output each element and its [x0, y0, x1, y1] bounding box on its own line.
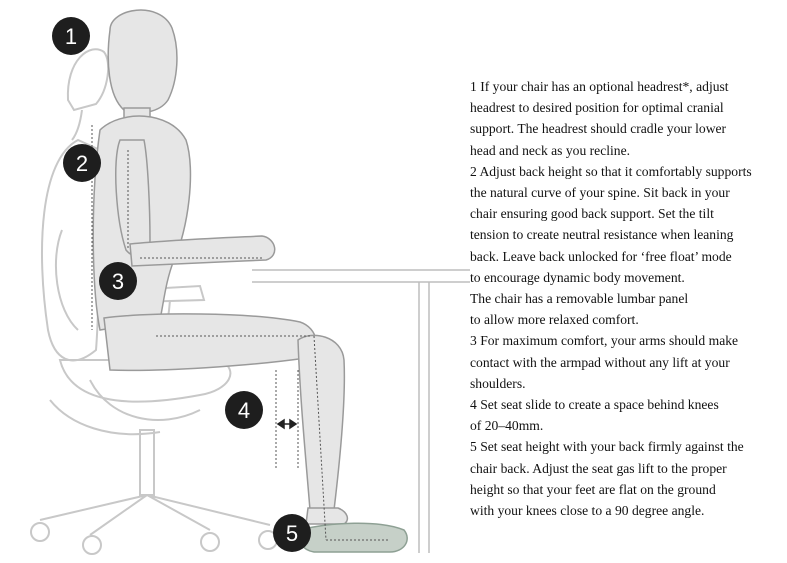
instruction-line: chair back. Adjust the seat gas lift to …	[470, 460, 727, 476]
seat-slide-gap-indicator	[276, 418, 298, 430]
instruction-line: tension to create neutral resistance whe…	[470, 227, 734, 243]
seat-pan-edge	[49, 399, 161, 436]
instruction-line: the natural curve of your spine. Sit bac…	[470, 185, 730, 201]
office-chair	[30, 48, 278, 555]
badge-2-label: 2	[76, 151, 88, 176]
instruction-line: headrest to desired position for optimal…	[470, 100, 724, 116]
instruction-line: 2 Adjust back height so that it comforta…	[470, 163, 752, 179]
instruction-line: 1 If your chair has an optional headrest…	[470, 79, 729, 94]
foot	[305, 507, 349, 525]
instruction-line: to encourage dynamic body movement.	[470, 269, 685, 285]
shin	[297, 334, 346, 511]
badge-5-label: 5	[286, 521, 298, 546]
instructions-text: 1 If your chair has an optional headrest…	[470, 76, 786, 521]
instruction-line: back. Leave back unlocked for ‘free floa…	[470, 248, 732, 264]
caster	[82, 535, 102, 555]
instruction-line: 3 For maximum comfort, your arms should …	[470, 333, 739, 349]
instruction-line: shoulders.	[470, 375, 526, 391]
caster	[30, 522, 50, 542]
instruction-line: to allow more relaxed comfort.	[470, 312, 639, 328]
instruction-line: 4 Set seat slide to create a space behin…	[470, 397, 719, 413]
badge-2: 2	[63, 144, 101, 182]
badge-5: 5	[273, 514, 311, 552]
instruction-line: The chair has a removable lumbar panel	[470, 291, 689, 307]
instruction-line: head and neck as you recline.	[470, 142, 631, 158]
badge-1-label: 1	[65, 24, 77, 49]
badge-1: 1	[52, 17, 90, 55]
headrest	[66, 48, 110, 112]
badge-3: 3	[99, 262, 137, 300]
instruction-line: with your knees close to a 90 degree ang…	[470, 503, 705, 519]
gas-lift	[139, 429, 155, 496]
caster	[200, 532, 220, 552]
seat-mechanism	[89, 379, 201, 421]
chair-ergonomics-illustration: 1 2 3 4 5	[30, 9, 470, 555]
badge-4: 4	[225, 391, 263, 429]
instruction-line: contact with the armpad without any lift…	[470, 354, 730, 370]
instruction-line: support. The headrest should cradle your…	[470, 121, 727, 137]
chair-base	[39, 493, 271, 536]
instruction-line: height so that your feet are flat on the…	[470, 481, 716, 497]
instruction-line: of 20–40mm.	[470, 418, 544, 434]
instruction-line: 5 Set seat height with your back firmly …	[470, 439, 744, 455]
foot-rest	[298, 522, 408, 553]
instruction-line: chair ensuring good back support. Set th…	[470, 206, 714, 222]
headrest-arm	[71, 109, 83, 141]
lumbar-panel	[54, 229, 79, 331]
seated-figure	[92, 9, 349, 525]
badge-4-label: 4	[238, 398, 250, 423]
seat	[58, 359, 232, 403]
head	[107, 9, 178, 114]
forearm	[129, 235, 276, 267]
guide-lines	[91, 125, 388, 541]
badge-3-label: 3	[112, 269, 124, 294]
thigh	[103, 313, 317, 372]
desk	[252, 269, 470, 553]
